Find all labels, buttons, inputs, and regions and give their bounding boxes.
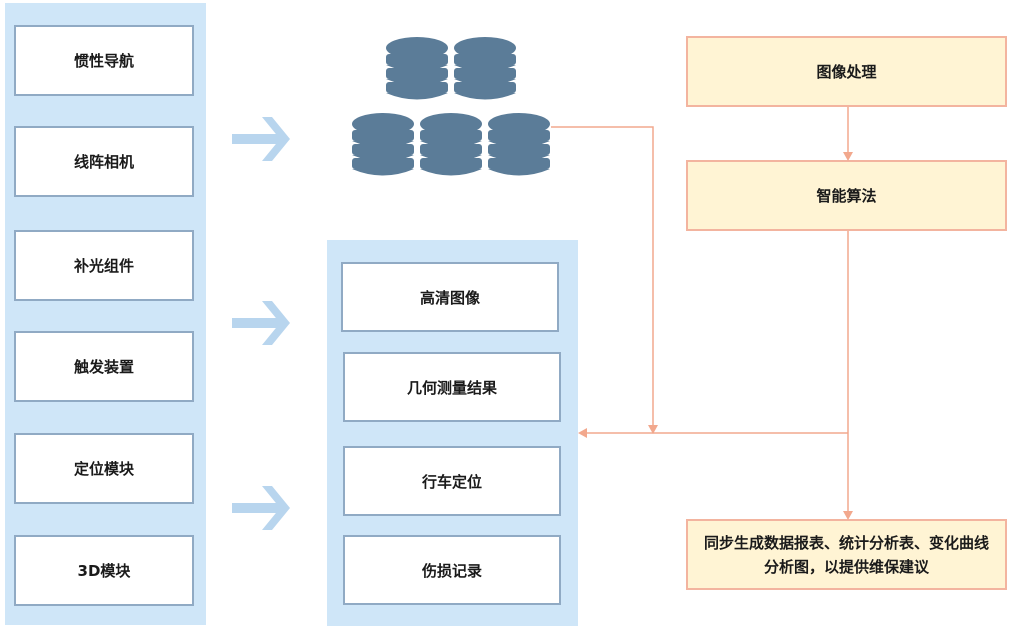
output-geometry-result: 几何测量结果 bbox=[343, 352, 561, 422]
device-trigger: 触发装置 bbox=[14, 331, 194, 402]
device-inertial-navigation: 惯性导航 bbox=[14, 25, 194, 96]
database-icon bbox=[352, 37, 550, 176]
device-positioning-module: 定位模块 bbox=[14, 433, 194, 504]
connector-lines bbox=[551, 107, 849, 512]
device-line-camera: 线阵相机 bbox=[14, 126, 194, 197]
intelligent-algorithm-box: 智能算法 bbox=[686, 160, 1007, 231]
output-train-position: 行车定位 bbox=[343, 446, 561, 516]
device-3d-module: 3D模块 bbox=[14, 535, 194, 606]
arrow-right-icon bbox=[232, 117, 290, 161]
device-fill-light: 补光组件 bbox=[14, 230, 194, 301]
arrow-right-icon bbox=[232, 301, 290, 345]
output-damage-record: 伤损记录 bbox=[343, 535, 561, 605]
report-line-1: 同步生成数据报表、统计分析表、变化曲线 bbox=[703, 533, 989, 552]
image-processing-box: 图像处理 bbox=[686, 36, 1007, 107]
connector-arrowheads bbox=[578, 152, 853, 520]
device-panel bbox=[5, 3, 206, 625]
arrow-right-icon bbox=[232, 486, 290, 530]
report-generation-box: 同步生成数据报表、统计分析表、变化曲线 分析图，以提供维保建议 bbox=[686, 519, 1007, 590]
output-hd-image: 高清图像 bbox=[341, 262, 559, 332]
report-line-2: 分析图，以提供维保建议 bbox=[763, 557, 929, 576]
